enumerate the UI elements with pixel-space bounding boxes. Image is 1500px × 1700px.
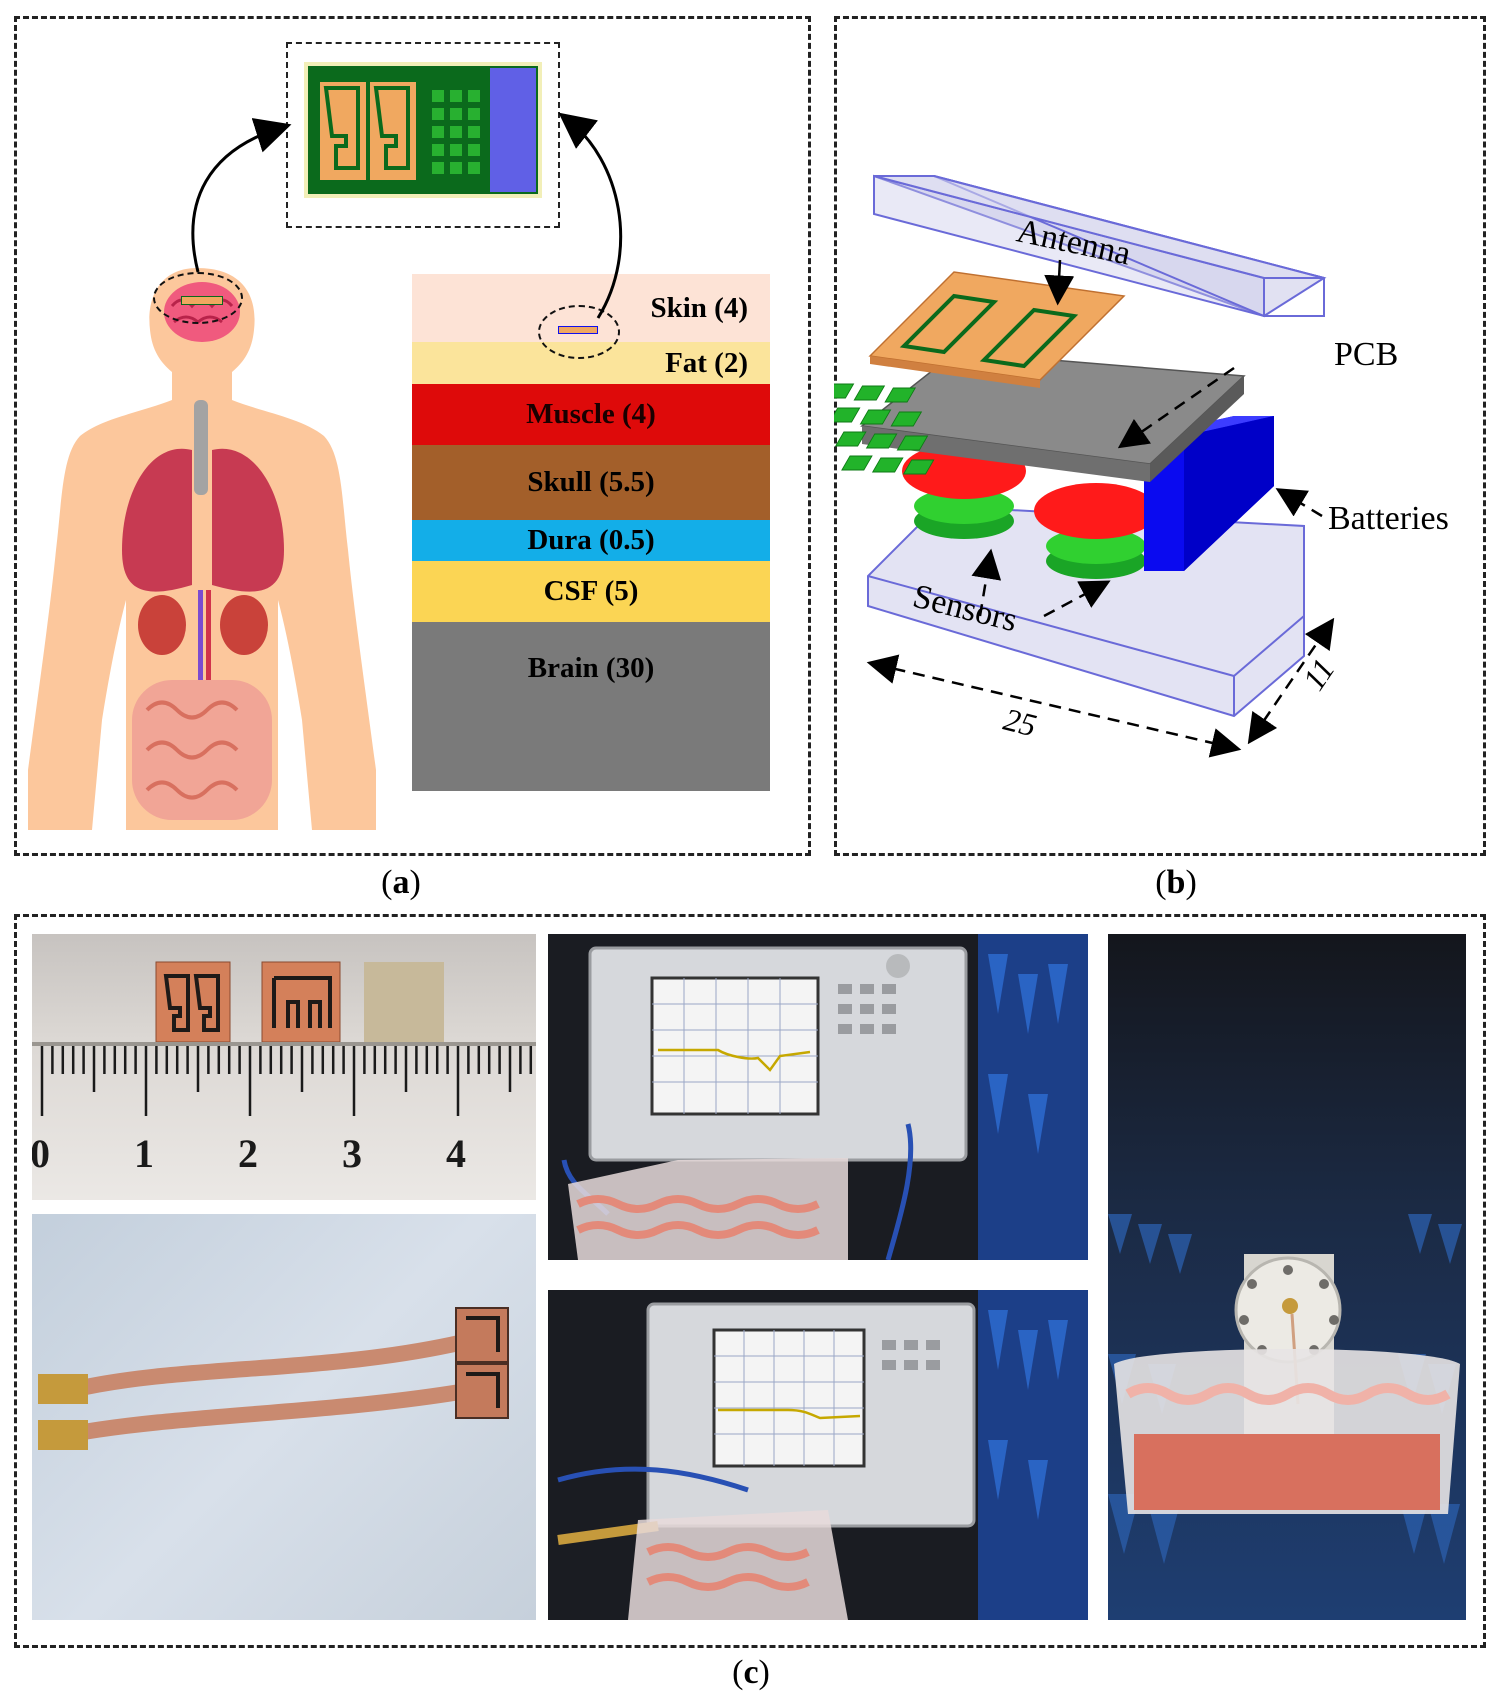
panel-c-label: (c) [732, 1654, 770, 1691]
ruler-label-4: 4 [446, 1131, 466, 1176]
antenna-ruler-photo: 0 1 2 3 4 [32, 934, 536, 1200]
panel-b [834, 16, 1486, 856]
head-implant-circle [153, 272, 243, 324]
pcb-callout: PCB [1334, 336, 1399, 373]
tissue-layer-5: CSF (5) [412, 561, 770, 622]
tissue-layer-6: Brain (30) [412, 622, 770, 791]
ruler-label-1: 1 [134, 1131, 154, 1176]
implant-exploded-view [834, 174, 1335, 758]
antenna-coax-cable-photo [32, 1214, 536, 1620]
panel-b-label: (b) [1155, 864, 1197, 901]
batteries-callout: Batteries [1328, 500, 1449, 537]
ruler-label-2: 2 [238, 1131, 258, 1176]
tissue-layer-4: Dura (0.5) [412, 520, 770, 561]
panel-a-label: (a) [381, 864, 421, 901]
ruler-label-0: 0 [32, 1131, 50, 1176]
human-body-illustration [28, 268, 376, 830]
antenna-inset-icon [304, 62, 542, 198]
vna-measurement-photo-1 [548, 934, 1088, 1260]
ruler-label-3: 3 [342, 1131, 362, 1176]
layer-implant-circle [538, 305, 620, 359]
vna-measurement-photo-2 [548, 1290, 1088, 1620]
ruler-tick-marks [40, 1046, 533, 1116]
panel-a [14, 16, 811, 856]
tissue-layer-2: Muscle (4) [412, 384, 770, 445]
anechoic-chamber-photo [1108, 934, 1466, 1620]
panel-c [14, 914, 1486, 1648]
tissue-layer-3: Skull (5.5) [412, 445, 770, 520]
